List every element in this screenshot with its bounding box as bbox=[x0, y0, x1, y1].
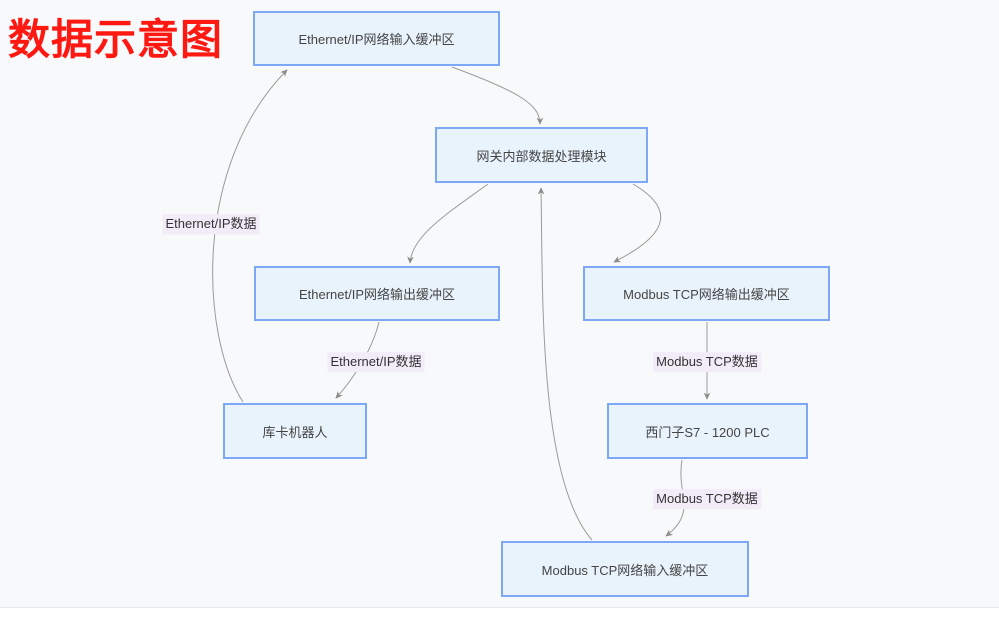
node-label: 网关内部数据处理模块 bbox=[476, 148, 607, 164]
edge-label-modbus-tcp-data-upper: Modbus TCP数据 bbox=[653, 352, 761, 372]
edge-modbus-in-to-gateway bbox=[537, 187, 593, 541]
edge-label-modbus-tcp-data-lower: Modbus TCP数据 bbox=[653, 489, 761, 509]
node-gateway-processing-module: 网关内部数据处理模块 bbox=[435, 127, 648, 183]
node-label: 西门子S7 - 1200 PLC bbox=[645, 424, 770, 440]
edge-robot-to-eip-in bbox=[212, 69, 288, 403]
node-label: Modbus TCP网络输入缓冲区 bbox=[541, 562, 709, 578]
node-label: Modbus TCP网络输出缓冲区 bbox=[623, 287, 790, 302]
node-ethernet-ip-output-buffer: Ethernet/IP网络输出缓冲区 bbox=[254, 266, 500, 321]
node-label: Ethernet/IP网络输出缓冲区 bbox=[298, 287, 456, 302]
node-siemens-s7-1200-plc: 西门子S7 - 1200 PLC bbox=[607, 403, 808, 459]
node-label: 库卡机器人 bbox=[262, 424, 328, 440]
node-label: Ethernet/IP网络输入缓冲区 bbox=[298, 32, 455, 47]
node-kuka-robot: 库卡机器人 bbox=[223, 403, 367, 459]
edge-label-ethernet-ip-data-left: Ethernet/IP数据 bbox=[162, 214, 260, 234]
node-modbus-tcp-output-buffer: Modbus TCP网络输出缓冲区 bbox=[583, 266, 830, 321]
edge-eip-in-to-gateway bbox=[451, 66, 544, 125]
edge-label-ethernet-ip-data-middle: Ethernet/IP数据 bbox=[327, 352, 425, 372]
edge-gateway-to-modbus-out bbox=[613, 183, 662, 263]
node-ethernet-ip-input-buffer: Ethernet/IP网络输入缓冲区 bbox=[253, 11, 500, 66]
edge-gateway-to-eip-out bbox=[407, 183, 489, 264]
page-title: 数据示意图 bbox=[8, 16, 224, 63]
node-modbus-tcp-input-buffer: Modbus TCP网络输入缓冲区 bbox=[501, 541, 749, 597]
diagram-canvas: 数据示意图 Ethernet/IP网络输入缓冲区 网关内部数据处理模块 Ethe… bbox=[0, 11, 999, 608]
bottom-white-strip bbox=[0, 609, 999, 623]
